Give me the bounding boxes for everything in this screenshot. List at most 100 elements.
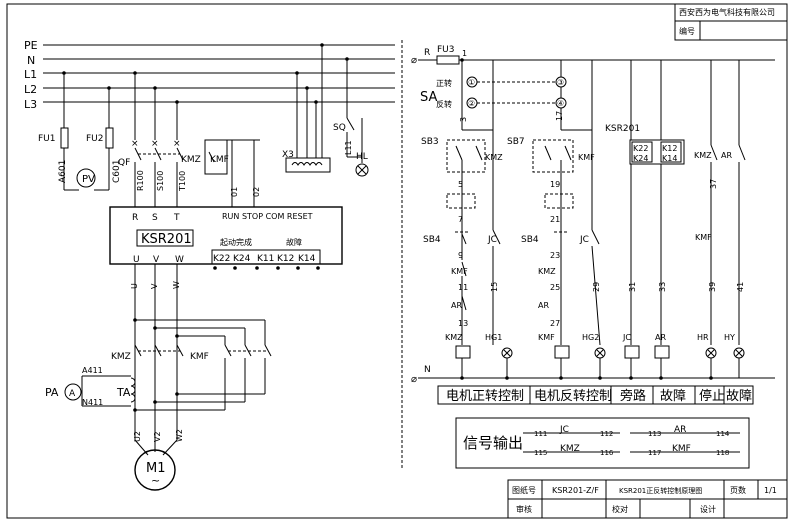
n-line-label: N — [424, 365, 431, 375]
kmz-aux-label: KMZ — [181, 155, 201, 165]
sig-116: 116 — [600, 449, 614, 457]
wire-31: 31 — [628, 282, 637, 292]
reverse-branch: SB7 KMF 19 21 SB4 JC 23 KMZ 25 29 AR 27 … — [507, 60, 606, 378]
signal-output-label: 信号输出 — [463, 434, 523, 452]
out-k14: K14 — [298, 254, 316, 264]
sb4a-label: SB4 — [423, 235, 441, 245]
number-label: 编号 — [679, 26, 695, 36]
sig-117: 117 — [648, 449, 661, 457]
relay-k24: K24 — [633, 154, 648, 163]
motor-label: M1 — [146, 461, 166, 476]
bus-pe-label: PE — [24, 39, 38, 52]
company-name: 西安西为电气科技有限公司 — [679, 7, 775, 17]
wire-u: U — [130, 283, 139, 289]
wire-23: 23 — [550, 251, 560, 260]
out-k11: K11 — [257, 254, 274, 264]
jc-a-label: JC — [487, 235, 497, 245]
voltmeter-circuit: FU1 A601 FU2 C601 PV — [38, 73, 122, 191]
drawing-name: KSR201正反转控制原理图 — [619, 486, 702, 495]
wire-33: 33 — [658, 282, 667, 292]
sq-label: SQ — [333, 123, 346, 133]
kmz-interlock-label: KMZ — [538, 267, 556, 276]
wire-7: 7 — [458, 215, 463, 224]
wire-w: W — [172, 281, 181, 289]
fault-label: 故障 — [286, 237, 302, 247]
power-buses: PE N L1 L2 L3 — [24, 39, 395, 111]
terminal-t: T — [173, 213, 180, 223]
module-name: KSR201 — [141, 232, 192, 247]
function-fault: 故障 — [660, 389, 686, 404]
wire-v: V — [150, 283, 159, 289]
svg-text:A: A — [69, 389, 76, 399]
s100-label: S100 — [156, 171, 165, 191]
function-fault-2: 故障 — [726, 389, 752, 404]
kmz-main-label: KMZ — [111, 352, 131, 362]
sig-jc: JC — [559, 425, 569, 435]
page-value: 1/1 — [764, 486, 777, 495]
wire-11: 11 — [458, 283, 468, 292]
svg-text:PV: PV — [82, 174, 95, 185]
ar-a-label: AR — [451, 301, 462, 310]
wire-25: 25 — [550, 283, 560, 292]
hg2-label: HG2 — [582, 333, 599, 342]
out-k22: K22 — [213, 254, 230, 264]
v2-label: V2 — [153, 431, 162, 442]
wire-5: 5 — [458, 180, 463, 189]
control-top: ⌀ R FU3 1 SA 正转 反转 ① ③ ② ④ 3 17 — [411, 45, 775, 130]
x3-sq-hl: X3 SQ L11 HL — [282, 45, 369, 177]
forward-branch: SB3 KMZ 5 7 SB4 JC 9 KMF 11 15 AR 13 KMZ… — [421, 60, 513, 378]
wire-19: 19 — [550, 180, 560, 189]
wire-9: 9 — [458, 251, 463, 260]
sig-118: 118 — [716, 449, 729, 457]
t100-label: T100 — [178, 171, 187, 192]
kmz-hold-label: KMZ — [485, 153, 503, 162]
out-u: U — [133, 255, 140, 265]
a411-label: A411 — [82, 366, 103, 375]
coil-jc-label: JC — [622, 333, 631, 342]
sig-113: 113 — [648, 430, 661, 438]
wire-15: 15 — [490, 282, 499, 292]
sb3-label: SB3 — [421, 137, 439, 147]
svg-text:②: ② — [468, 99, 475, 108]
svg-text:~: ~ — [151, 474, 160, 487]
qf-breaker: × × × QF R100 S100 T100 — [118, 73, 187, 207]
function-table: 电机正转控制 电机反转控制 旁路 故障 停止 故障 — [437, 385, 754, 405]
coil-ar-icon — [654, 345, 670, 359]
bus-l2-label: L2 — [24, 83, 37, 96]
jc-b-label: JC — [579, 235, 589, 245]
voltmeter-pv — [76, 168, 96, 188]
wire-29: 29 — [592, 282, 601, 292]
svg-text:×: × — [173, 139, 181, 149]
run-stop-label: RUN STOP COM RESET — [222, 212, 313, 221]
kmf-main-label: KMF — [190, 352, 209, 362]
node-1: 1 — [462, 49, 467, 58]
kmf-lamp-label: KMF — [695, 233, 712, 242]
coil-kmf-label: KMF — [538, 333, 555, 342]
terminal-s: S — [152, 213, 158, 223]
hr-label: HR — [697, 333, 709, 342]
design-label: 设计 — [700, 504, 716, 514]
motor-m1-icon — [134, 449, 176, 491]
u2-label: U2 — [133, 431, 142, 442]
coil-jc-icon — [624, 345, 640, 359]
sig-kmz: KMZ — [560, 444, 580, 454]
out-v: V — [153, 255, 160, 265]
title-block-top: 西安西为电气科技有限公司 编号 — [674, 3, 788, 41]
svg-text:④: ④ — [557, 99, 564, 108]
svg-text:⌀: ⌀ — [411, 374, 417, 385]
n411-label: N411 — [82, 398, 103, 407]
pa-label: PA — [45, 386, 59, 399]
l11-label: L11 — [344, 140, 353, 155]
ksr201-relay-label: KSR201 — [605, 124, 640, 134]
hy-label: HY — [724, 333, 735, 342]
wire-39: 39 — [708, 282, 717, 292]
motor-wiring: U V W KMZ KMF TA A411 N411 — [45, 264, 272, 491]
out-k24: K24 — [233, 254, 251, 264]
function-bypass: 旁路 — [620, 388, 646, 404]
ksr201-module: R S T RUN STOP COM RESET KSR201 起动完成 故障 … — [109, 206, 343, 270]
coil-kmz-icon — [455, 345, 471, 359]
kmf-interlock-label: KMF — [451, 267, 468, 276]
kmz-lamp-label: KMZ — [694, 151, 712, 160]
coil-kmf-icon — [554, 345, 570, 359]
sig-kmf: KMF — [672, 444, 691, 454]
